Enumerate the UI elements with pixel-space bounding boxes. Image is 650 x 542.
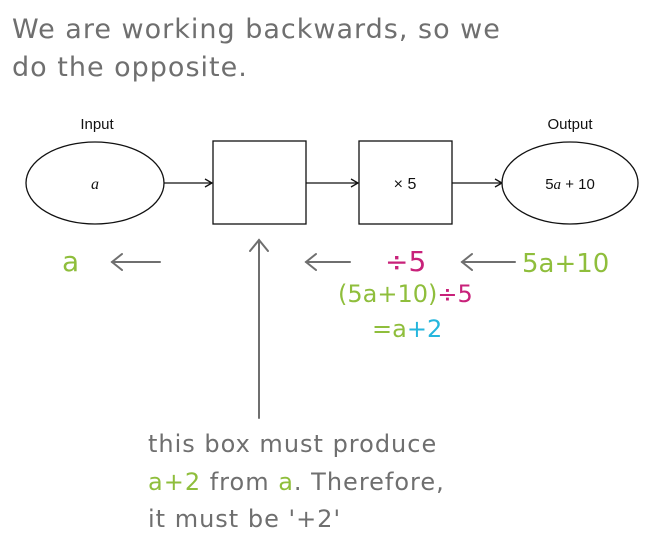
output-ellipse [501, 141, 639, 225]
step-result: =a+2 [372, 315, 442, 343]
arrow-box-to-output [452, 178, 504, 188]
note-bottom-line2: a+2 from a. Therefore, [148, 468, 445, 496]
up-arrow [249, 238, 269, 419]
times-five-label: × 5 [394, 176, 417, 193]
input-value: a [91, 176, 99, 193]
working-result: a [62, 245, 79, 278]
back-arrow-3 [460, 253, 516, 271]
arrow-box-to-box [306, 178, 360, 188]
times-five-box [358, 140, 453, 225]
arrow-input-to-box [164, 178, 214, 188]
unknown-operation-box [212, 140, 307, 225]
note-top-line2: do the opposite. [12, 52, 248, 83]
output-value: 5a + 10 [545, 176, 595, 193]
back-arrow-2 [304, 253, 351, 271]
input-label: Input [80, 116, 114, 133]
note-bottom-line1: this box must produce [148, 430, 437, 458]
step-expression: (5a+10)÷5 [338, 280, 473, 308]
note-top-line1: We are working backwards, so we [12, 14, 501, 45]
back-arrow-1 [110, 253, 161, 271]
note-bottom-line3: it must be '+2' [148, 505, 341, 533]
output-label: Output [547, 116, 593, 133]
inverse-operation: ÷5 [385, 245, 426, 278]
working-start: 5a+10 [522, 249, 609, 279]
